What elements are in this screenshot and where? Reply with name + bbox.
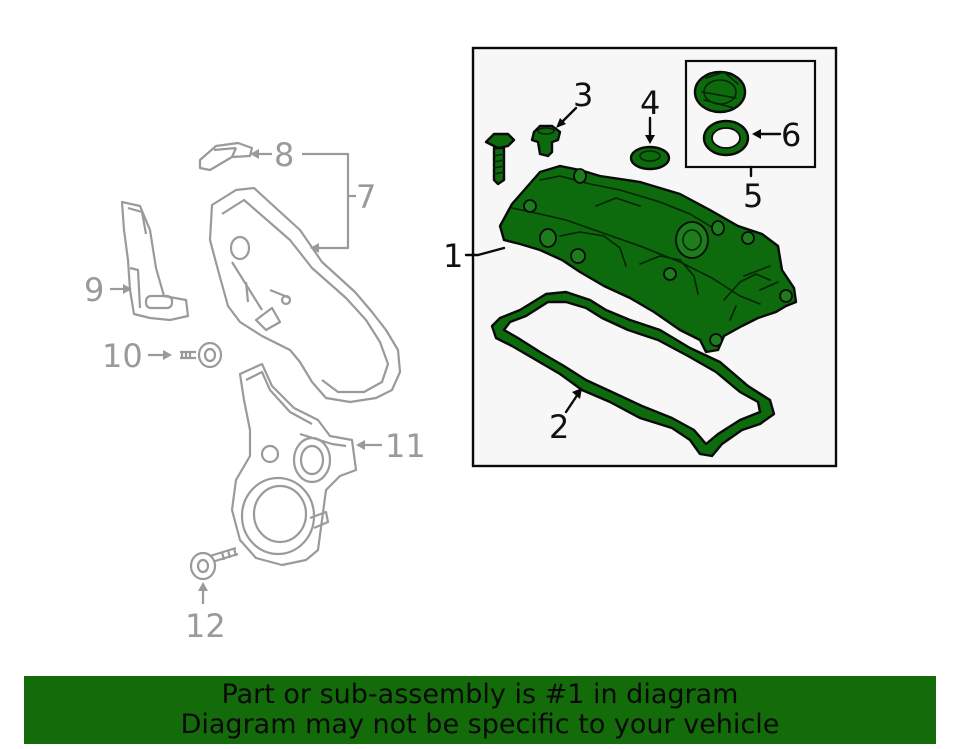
callout-11: 11 <box>385 427 426 465</box>
gray-leaders <box>110 149 382 604</box>
banner-line-1: Part or sub-assembly is #1 in diagram <box>221 679 739 710</box>
callout-6: 6 <box>781 116 801 154</box>
part-bolt-cover <box>484 132 516 186</box>
part-4-seal <box>629 145 671 171</box>
part-12-bolt <box>189 546 239 581</box>
black-leaders <box>464 106 782 414</box>
part-8-clip <box>198 141 254 172</box>
part-5-oil-filler-cap <box>693 70 747 114</box>
part-10-bolt <box>180 341 223 369</box>
part-1-valve-cover <box>498 164 798 354</box>
banner-line-2: Diagram may not be specific to your vehi… <box>180 709 780 740</box>
part-11-lower-timing-cover <box>230 362 358 567</box>
part-2-gasket <box>490 290 776 458</box>
highlight-notice-banner: Part or sub-assembly is #1 in diagram Di… <box>24 676 936 744</box>
parts-diagram: 8 7 9 10 11 12 <box>84 46 838 645</box>
callout-10: 10 <box>102 337 143 375</box>
part-9-bracket <box>120 200 190 322</box>
callout-3: 3 <box>573 76 593 114</box>
part-6-cap-seal <box>702 119 750 157</box>
callout-1: 1 <box>443 237 463 275</box>
callout-4: 4 <box>640 84 660 122</box>
callout-8: 8 <box>274 136 294 174</box>
callout-12: 12 <box>185 607 226 645</box>
callout-7: 7 <box>356 178 376 216</box>
callout-9: 9 <box>84 271 104 309</box>
callout-5: 5 <box>743 177 763 215</box>
part-7-upper-timing-cover <box>208 186 402 404</box>
part-3-plug <box>530 124 562 158</box>
callout-2: 2 <box>549 408 569 446</box>
sub-assembly-inset-box <box>684 59 817 169</box>
